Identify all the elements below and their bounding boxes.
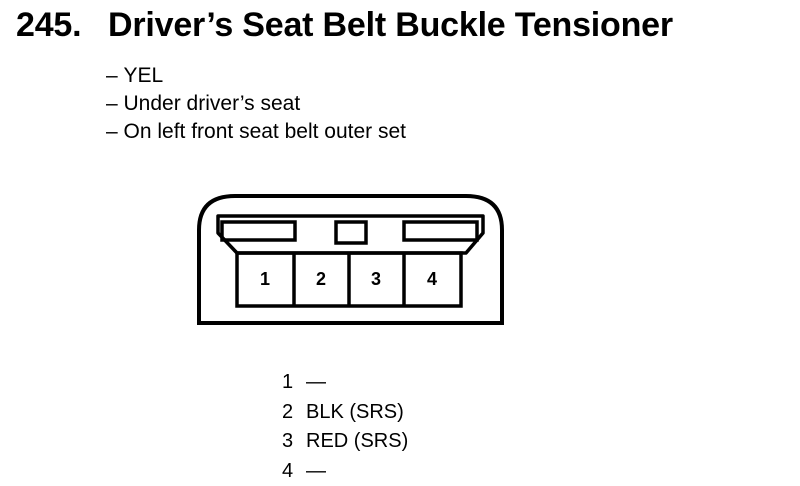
pin-description: —: [306, 371, 326, 393]
detail-location: Under driver’s seat: [106, 90, 406, 118]
pin-description: BLK (SRS): [306, 400, 404, 423]
terminal-label-3: 3: [371, 269, 381, 289]
lock-band: [216, 214, 485, 255]
terminal-label-4: 4: [427, 269, 437, 289]
pin-number: 2: [282, 400, 294, 423]
lock-slot-left: [220, 220, 297, 242]
pinout-row: 2 BLK (SRS): [282, 398, 408, 428]
page-title: 245. Driver’s Seat Belt Buckle Tensioner: [16, 6, 673, 45]
pin-description: RED (SRS): [306, 430, 409, 452]
title-number: 245.: [16, 6, 82, 44]
connector-details: YEL Under driver’s seat On left front se…: [106, 62, 407, 146]
connector-housing: [197, 194, 504, 325]
title-text: Driver’s Seat Belt Buckle Tensioner: [108, 6, 673, 44]
detail-mount: On left front seat belt outer set: [106, 118, 407, 146]
pin-description: —: [306, 459, 326, 482]
detail-color: YEL: [106, 62, 406, 90]
pinout-row: 4—: [282, 457, 408, 486]
pin-number: 3: [282, 430, 294, 452]
lock-slot-right: [402, 220, 479, 242]
pin-number: 1: [282, 371, 294, 393]
terminal-label-1: 1: [260, 269, 270, 289]
terminal-label-2: 2: [316, 269, 326, 289]
pinout-row: 3 RED (SRS): [282, 427, 408, 457]
lock-tab-center: [334, 220, 368, 245]
pinout-row: 1—: [282, 368, 408, 398]
pin-number: 4: [282, 459, 294, 482]
